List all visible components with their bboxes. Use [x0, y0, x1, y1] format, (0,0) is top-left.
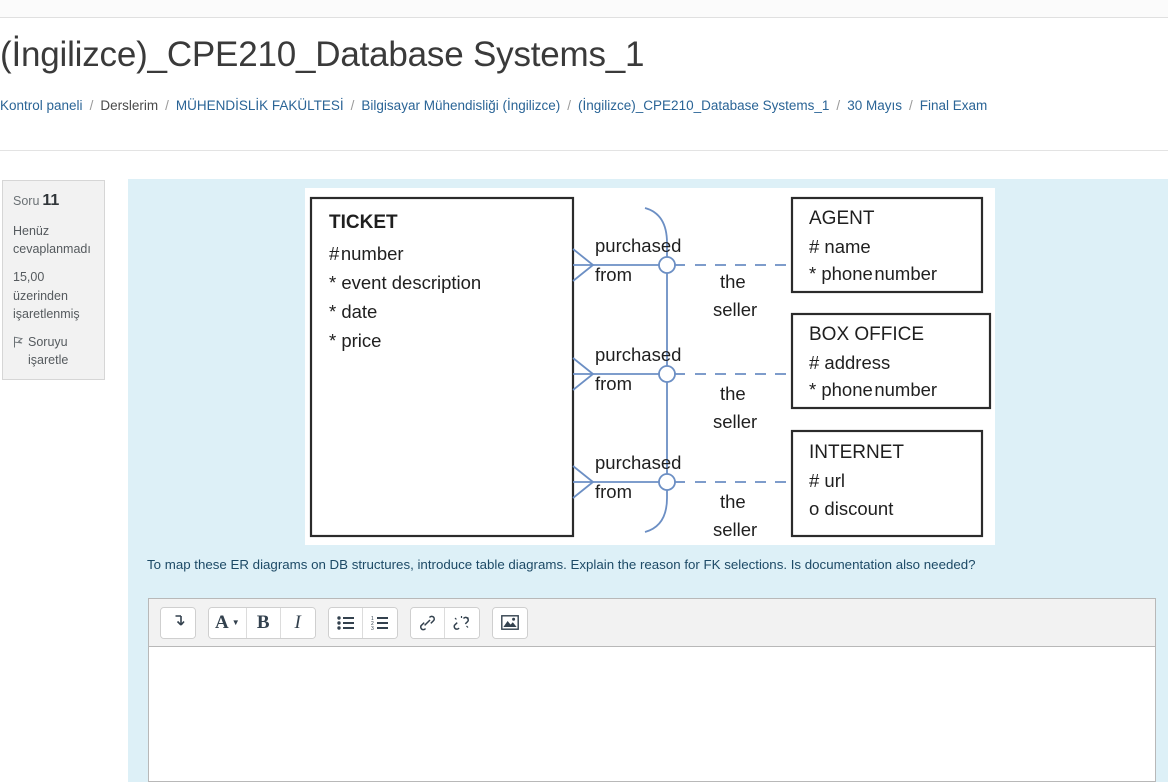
- numbered-list-icon: 1 2 3: [371, 616, 389, 630]
- toolbar-group-expand: [160, 606, 196, 639]
- image-icon: [500, 615, 519, 630]
- bold-button[interactable]: B: [246, 607, 281, 638]
- answer-editor: A ▼ B I: [148, 598, 1156, 782]
- breadcrumb-separator: /: [89, 97, 94, 113]
- question-status: Henüz cevaplanmadı: [13, 224, 91, 257]
- entity-box-internet: [790, 429, 984, 538]
- attribute-ticket-2: * date: [329, 301, 377, 322]
- font-style-button[interactable]: A ▼: [209, 607, 247, 638]
- rel-label-1-the: the: [720, 271, 746, 292]
- flag-question-label: Soruyu işaretle: [28, 334, 69, 367]
- attribute-internet-1: o discount: [809, 498, 893, 519]
- expand-toolbar-button[interactable]: [161, 607, 195, 638]
- rel-label-2-from: from: [595, 373, 632, 394]
- chevron-down-icon: ▼: [231, 617, 240, 627]
- rel-label-2-purchased: purchased: [595, 344, 681, 365]
- numbered-list-button[interactable]: 1 2 3: [362, 607, 397, 638]
- question-label: Soru: [13, 194, 40, 208]
- bullet-list-button[interactable]: [328, 607, 363, 638]
- flag-question-button[interactable]: Soruyu işaretle: [13, 333, 96, 369]
- breadcrumb-item-1: Derslerim: [100, 97, 159, 113]
- link-button[interactable]: [410, 607, 445, 638]
- editor-toolbar: A ▼ B I: [149, 599, 1155, 647]
- italic-icon: I: [294, 611, 301, 633]
- toolbar-group-text: A ▼ B I: [208, 606, 316, 639]
- top-navigation-bar: [0, 0, 1168, 18]
- question-text: To map these ER diagrams on DB structure…: [147, 557, 976, 572]
- breadcrumb-separator: /: [165, 97, 169, 113]
- bullet-list-icon: [336, 615, 354, 630]
- italic-button[interactable]: I: [280, 607, 315, 638]
- header-divider: [0, 150, 1168, 151]
- entity-box-ticket: [309, 196, 575, 538]
- breadcrumb-separator: /: [836, 97, 841, 113]
- er-diagram-image: TICKET # number * event description * da…: [305, 188, 995, 545]
- question-marks: 15,00 üzerinden işaretlenmiş: [13, 270, 80, 321]
- breadcrumb-item-5[interactable]: 30 Mayıs: [847, 97, 902, 113]
- toolbar-group-image: [491, 606, 528, 639]
- font-a-icon: A: [215, 611, 229, 633]
- attribute-ticket-3: * price: [329, 330, 381, 351]
- rel-label-2-seller: seller: [713, 411, 757, 432]
- breadcrumb-item-6[interactable]: Final Exam: [919, 97, 988, 113]
- page-title: (İngilizce)_CPE210_Database Systems_1: [0, 35, 645, 74]
- toolbar-group-lists: 1 2 3: [327, 606, 398, 639]
- arc-marker-1: [658, 256, 676, 274]
- entity-name-ticket: TICKET: [329, 212, 398, 233]
- svg-text:2: 2: [371, 621, 374, 627]
- bold-icon: B: [256, 611, 270, 633]
- er-diagram-svg: TICKET # number * event description * da…: [309, 196, 992, 540]
- arc-marker-2: [658, 365, 676, 383]
- entity-box-agent: [790, 196, 984, 294]
- crowsfoot-1: [572, 248, 595, 282]
- breadcrumb-separator: /: [567, 97, 572, 113]
- entity-name-internet: INTERNET: [809, 442, 904, 463]
- rel-label-3-the: the: [720, 491, 746, 512]
- entity-box-box-office: [790, 312, 992, 410]
- attribute-internet-0: # url: [809, 470, 845, 491]
- unlink-icon: [453, 615, 470, 630]
- rel-label-2-the: the: [720, 383, 746, 404]
- rel-label-1-from: from: [595, 264, 632, 285]
- attribute-agent-0: # name: [809, 236, 871, 257]
- rel-label-3-seller: seller: [713, 519, 757, 540]
- toolbar-group-link: [409, 606, 480, 639]
- rel-label-1-purchased: purchased: [595, 235, 681, 256]
- arc-marker-3: [658, 473, 676, 491]
- crowsfoot-2: [572, 357, 595, 391]
- breadcrumb: Kontrol paneli / Derslerim / MÜHENDİSLİK FAK…: [0, 95, 987, 115]
- breadcrumb-item-4[interactable]: (İngilizce)_CPE210_Database Systems_1: [578, 97, 830, 113]
- attribute-box-office-1: * phone number: [809, 379, 937, 400]
- attribute-agent-1: * phone number: [809, 263, 937, 284]
- svg-text:1: 1: [371, 616, 374, 622]
- question-number: 11: [42, 192, 60, 209]
- attribute-ticket-1: * event description: [329, 272, 481, 293]
- rel-label-1-seller: seller: [713, 299, 757, 320]
- crowsfoot-3: [572, 465, 595, 499]
- rel-label-3-purchased: purchased: [595, 452, 681, 473]
- unlink-button[interactable]: [444, 607, 479, 638]
- insert-image-button[interactable]: [492, 607, 527, 638]
- breadcrumb-item-2[interactable]: MÜHENDİSLİK FAKÜLTESİ: [175, 97, 344, 113]
- link-icon: [419, 615, 435, 630]
- rel-label-3-from: from: [595, 481, 632, 502]
- entity-name-box-office: BOX OFFICE: [809, 324, 924, 345]
- breadcrumb-item-0[interactable]: Kontrol paneli: [0, 97, 83, 113]
- breadcrumb-separator: /: [350, 97, 355, 113]
- breadcrumb-separator: /: [908, 97, 913, 113]
- expand-down-arrow-icon: [175, 615, 185, 626]
- attribute-ticket-0: # number: [329, 243, 404, 264]
- answer-textarea[interactable]: [149, 647, 1155, 781]
- attribute-box-office-0: # address: [809, 352, 890, 373]
- svg-text:3: 3: [371, 626, 374, 630]
- entity-name-agent: AGENT: [809, 208, 875, 229]
- breadcrumb-item-3[interactable]: Bilgisayar Mühendisliği (İngilizce): [361, 97, 561, 113]
- flag-outline-icon: [13, 335, 24, 353]
